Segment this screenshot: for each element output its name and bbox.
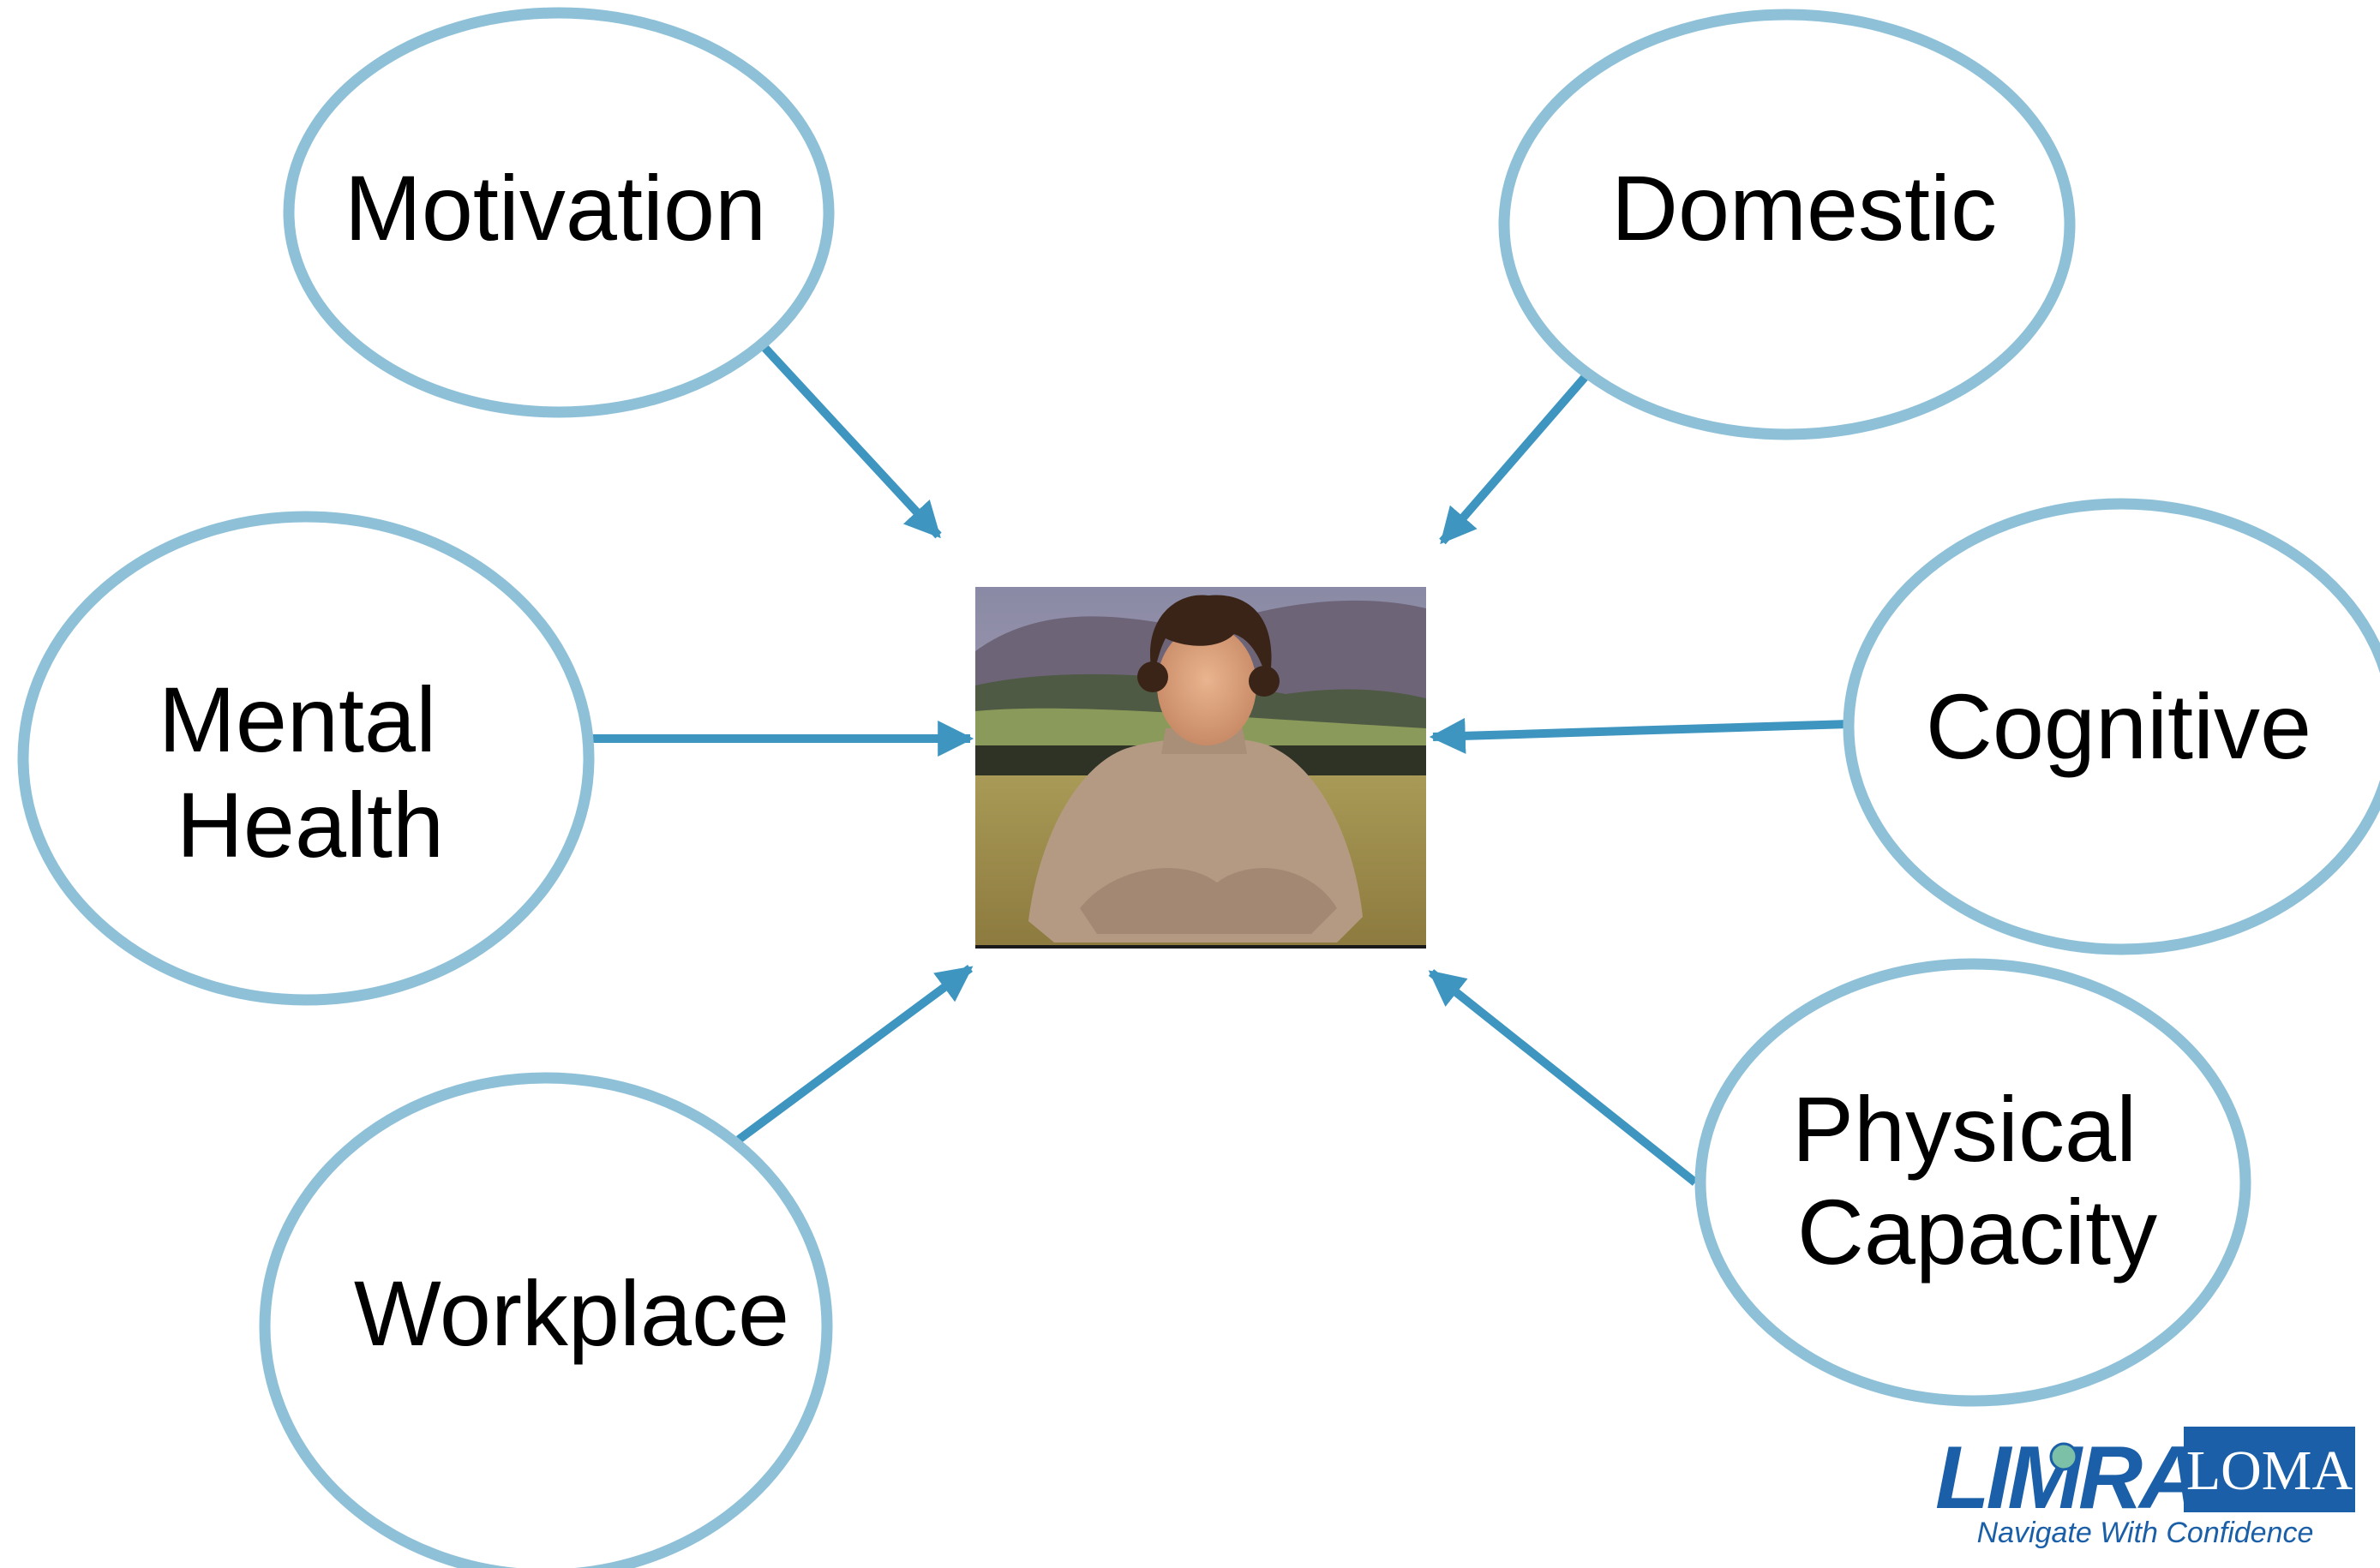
svg-text:Navigate With Confidence: Navigate With Confidence (1977, 1517, 2314, 1549)
node-cognitive: Cognitive (1843, 498, 2380, 955)
arrow-physical-capacity (1428, 969, 1699, 1186)
node-label-physical: Physical (1792, 1077, 2137, 1181)
arrow-cognitive (1429, 717, 1850, 754)
node-label-workplace: Workplace (354, 1261, 789, 1365)
node-label-health: Health (177, 773, 444, 877)
globe-icon (2049, 1442, 2078, 1471)
logo-tagline: Navigate With Confidence (1977, 1517, 2314, 1549)
limra-loma-logo: LIMRA LOMA Navigate With Confidence (1935, 1427, 2355, 1549)
svg-text:LOMA: LOMA (2186, 1439, 2353, 1502)
node-label-mental: Mental (159, 667, 436, 771)
svg-text:Physical Capacity: Physical Capacity (1792, 1077, 2162, 1284)
node-label-domestic: Domestic (1611, 156, 1997, 260)
node-label-cognitive: Cognitive (1926, 674, 2311, 778)
node-workplace: Workplace (259, 1072, 833, 1568)
arrow-workplace (736, 964, 974, 1144)
nodes: Motivation Domestic Mental Health Cognit… (17, 7, 2380, 1568)
center-photo (975, 587, 1426, 949)
arrow-domestic (1439, 371, 1591, 545)
svg-text:Motivation: Motivation (345, 156, 766, 260)
node-physical-capacity: Physical Capacity (1694, 958, 2251, 1407)
svg-text:Workplace: Workplace (354, 1261, 789, 1365)
arrow-motivation (757, 339, 942, 539)
arrows (585, 339, 1850, 1186)
loma-box (2184, 1427, 2355, 1512)
node-label-capacity: Capacity (1797, 1180, 2157, 1284)
node-domestic: Domestic (1498, 9, 2076, 440)
svg-text:Cognitive: Cognitive (1926, 674, 2311, 778)
svg-text:Mental Health: Mental Health (159, 667, 462, 877)
svg-text:Domestic: Domestic (1611, 156, 1997, 260)
loma-wordmark: LOMA (2186, 1439, 2353, 1502)
node-mental-health: Mental Health (17, 511, 595, 1006)
node-motivation: Motivation (283, 7, 835, 418)
node-label-motivation: Motivation (345, 156, 766, 260)
